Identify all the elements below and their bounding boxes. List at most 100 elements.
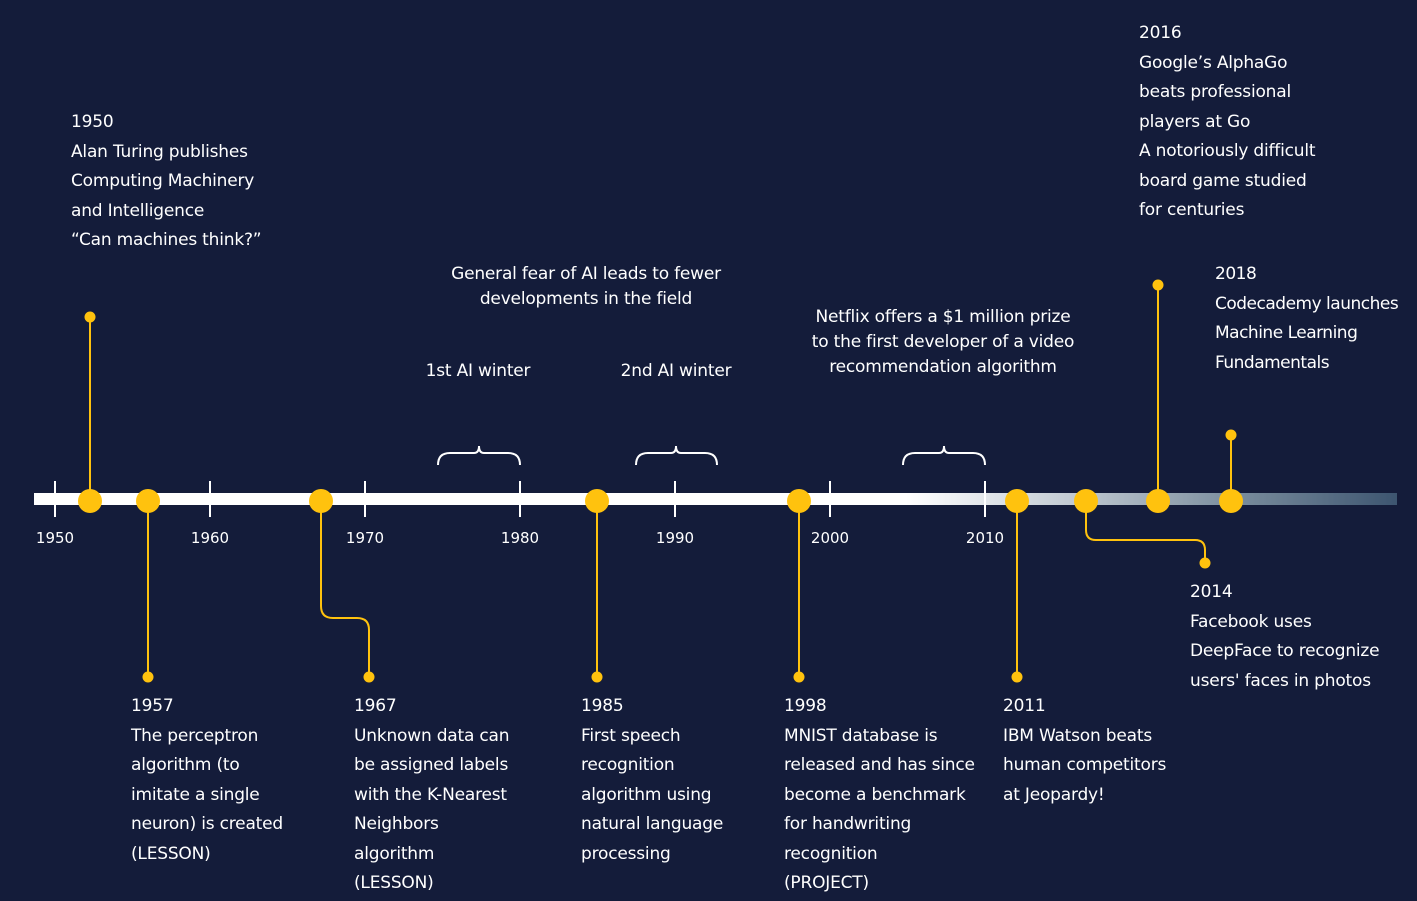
end-dot-2011	[1011, 671, 1023, 683]
axis-tick-label: 1960	[191, 529, 229, 547]
event-2011: 2011 IBM Watson beats human competitors …	[1003, 692, 1166, 810]
axis-tick-label: 1980	[501, 529, 539, 547]
event-line: be assigned labels	[354, 755, 509, 775]
event-line: MNIST database is	[784, 725, 938, 746]
marker-2016	[1146, 489, 1170, 513]
event-line: “Can machines think?”	[71, 230, 262, 250]
event-line: imitate a single	[131, 784, 260, 805]
event-line: algorithm (to	[131, 755, 240, 775]
marker-1998	[787, 489, 811, 513]
event-1998: 1998 MNIST database is released and has …	[784, 692, 975, 899]
event-1950: 1950 Alan Turing publishes Computing Mac…	[71, 108, 262, 256]
note-netflix-prize: Netflix offers a $1 million prize to the…	[793, 305, 1093, 380]
marker-2014	[1074, 489, 1098, 513]
event-line: Facebook uses	[1190, 611, 1312, 632]
event-line: (LESSON)	[131, 843, 211, 864]
event-year: 1985	[581, 696, 624, 716]
event-line: Codecademy launches	[1215, 293, 1399, 314]
event-year: 1967	[354, 696, 397, 716]
note-line: recommendation algorithm	[829, 357, 1057, 377]
axis-tick-label: 1950	[36, 529, 74, 547]
event-year: 2016	[1139, 23, 1182, 43]
event-line: (PROJECT)	[784, 873, 869, 893]
event-line: neuron) is created	[131, 814, 283, 834]
event-line: First speech	[581, 725, 681, 746]
event-line: at Jeopardy!	[1003, 784, 1105, 805]
axis-tick-label: 1970	[346, 529, 384, 547]
event-1967: 1967 Unknown data can be assigned labels…	[354, 692, 510, 899]
axis-tick-label: 1990	[656, 529, 694, 547]
event-line: (LESSON)	[354, 873, 434, 893]
connector-2014	[1085, 501, 1206, 563]
event-2014: 2014 Facebook uses DeepFace to recognize…	[1190, 578, 1380, 696]
marker-2018	[1219, 489, 1243, 513]
event-2018: 2018 Codecademy launches Machine Learnin…	[1215, 260, 1399, 378]
event-1985: 1985 First speech recognition algorithm …	[581, 692, 723, 869]
event-line: recognition	[581, 755, 675, 775]
event-year: 1998	[784, 696, 827, 716]
event-year: 1950	[71, 112, 114, 132]
event-year: 1957	[131, 696, 174, 716]
event-year: 2011	[1003, 696, 1046, 716]
end-dot-1967	[363, 671, 375, 683]
event-line: Fundamentals	[1215, 352, 1330, 373]
event-1957: 1957 The perceptron algorithm (to imitat…	[131, 692, 283, 869]
note-ai-fear: General fear of AI leads to fewer develo…	[436, 262, 736, 312]
marker-1957	[136, 489, 160, 513]
event-line: processing	[581, 843, 671, 864]
end-dot-1957	[142, 671, 154, 683]
end-dot-2016	[1152, 279, 1164, 291]
end-dot-2014	[1199, 557, 1211, 569]
note-line: 2nd AI winter	[620, 361, 732, 381]
note-line: General fear of AI leads to fewer	[451, 264, 721, 284]
note-line: 1st AI winter	[425, 361, 531, 381]
event-year: 2014	[1190, 582, 1233, 602]
event-line: The perceptron	[131, 725, 259, 746]
event-line: users' faces in photos	[1190, 670, 1371, 691]
event-line: DeepFace to recognize	[1190, 641, 1380, 661]
brace-netflix-prize	[902, 445, 986, 466]
note-line: developments in the field	[479, 289, 693, 309]
end-dot-1950	[84, 311, 96, 323]
event-line: with the K-Nearest	[354, 784, 507, 805]
event-2016: 2016 Google’s AlphaGo beats professional…	[1139, 19, 1316, 226]
event-line: Computing Machinery	[71, 171, 255, 191]
event-line: become a benchmark	[784, 784, 966, 805]
end-dot-1985	[591, 671, 603, 683]
event-line: for centuries	[1139, 200, 1245, 220]
marker-2011	[1005, 489, 1029, 513]
event-line: Machine Learning	[1215, 323, 1358, 343]
event-line: board game studied	[1139, 170, 1307, 191]
event-line: A notoriously difficult	[1139, 141, 1316, 161]
brace-2nd-ai-winter	[635, 445, 718, 466]
axis-tick-label: 2010	[966, 529, 1004, 547]
event-line: natural language	[581, 814, 724, 834]
event-line: IBM Watson beats	[1003, 725, 1152, 746]
marker-1950	[78, 489, 102, 513]
axis-ticks: 1950 1960 1970 1980 1990 2000 2010	[36, 481, 1004, 547]
event-line: and Intelligence	[71, 200, 205, 221]
brace-1st-ai-winter	[437, 445, 521, 466]
connector-1967	[320, 501, 370, 677]
event-line: released and has since	[784, 755, 975, 775]
event-line: Unknown data can	[354, 725, 510, 746]
event-line: for handwriting	[784, 814, 912, 834]
event-line: algorithm	[354, 843, 435, 864]
marker-1985	[585, 489, 609, 513]
axis-tick-label: 2000	[811, 529, 849, 547]
timeline-axis	[34, 493, 1397, 505]
note-line: to the first developer of a video	[811, 332, 1075, 352]
end-dot-1998	[793, 671, 805, 683]
event-line: Neighbors	[354, 814, 439, 834]
note-1st-ai-winter: 1st AI winter	[408, 359, 548, 384]
event-line: algorithm using	[581, 784, 712, 805]
note-line: Netflix offers a $1 million prize	[815, 307, 1071, 327]
event-line: players at Go	[1139, 111, 1251, 132]
event-year: 2018	[1215, 264, 1257, 284]
end-dot-2018	[1225, 429, 1237, 441]
event-line: Alan Turing publishes	[71, 141, 248, 162]
marker-1967	[309, 489, 333, 513]
event-line: Google’s AlphaGo	[1139, 52, 1288, 73]
event-line: beats professional	[1139, 82, 1291, 102]
